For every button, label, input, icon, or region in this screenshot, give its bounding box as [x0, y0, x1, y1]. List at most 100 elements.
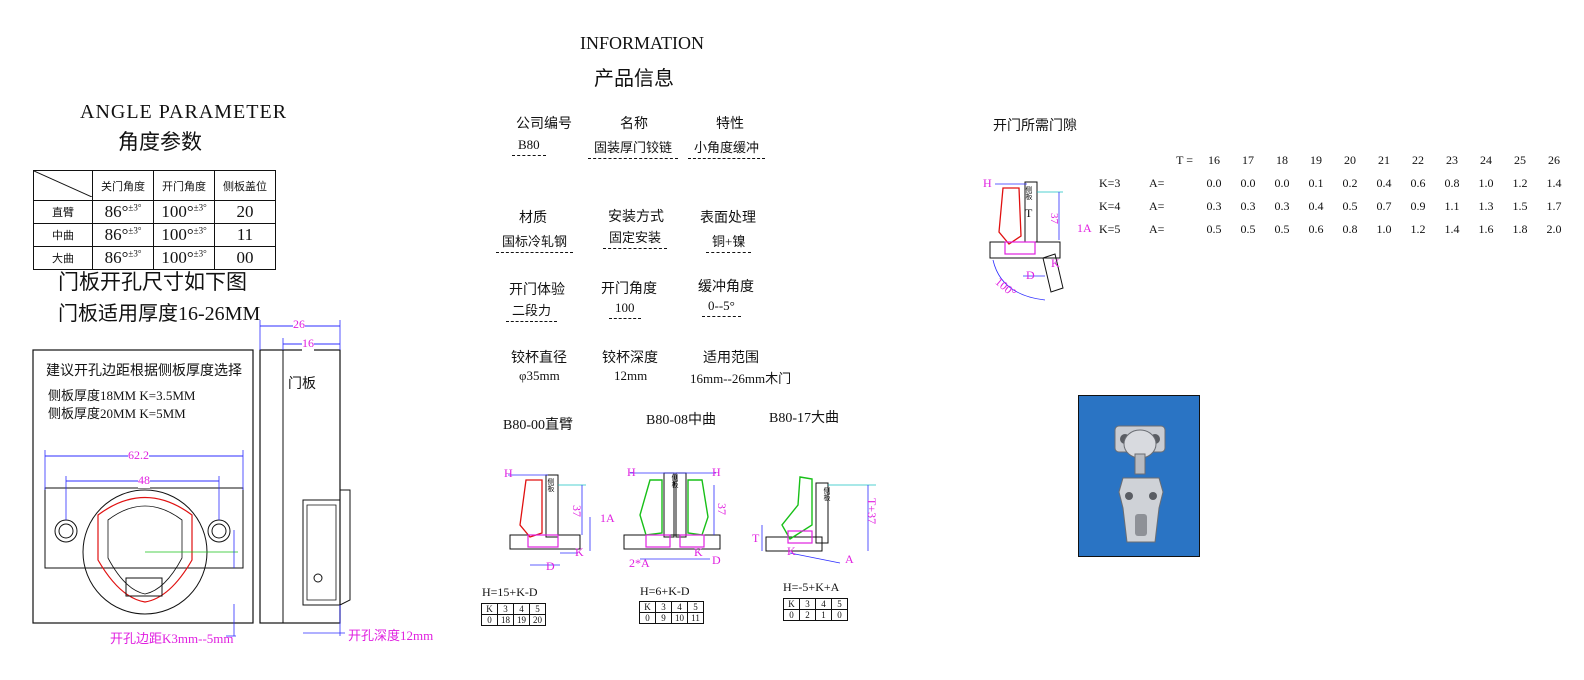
table-row: K=4 A= 0.3 0.3 0.3 0.4 0.5 0.7 0.9 1.1 1…: [1099, 195, 1571, 218]
t-value: 18: [1276, 153, 1288, 167]
cup-depth-note: 开孔深度12mm: [348, 628, 434, 643]
variant-formula: H=15+K-D: [482, 585, 538, 599]
gap-value: 1.4: [1546, 176, 1562, 190]
dim-62-label: 62.2: [128, 448, 149, 463]
drill-pattern-drawing: [32, 320, 351, 637]
field-value: 小角度缓冲: [688, 137, 766, 159]
angle-parameter-table: 关门角度 开门角度 侧板盖位 直臂 86°±3° 100°±3° 20 中曲 8…: [33, 170, 276, 270]
hinge-photo-illustration: [1114, 425, 1166, 543]
door-panel-label: 门板: [288, 377, 316, 392]
close-tolerance: ±3°: [128, 225, 142, 236]
mini-cell: 4: [513, 603, 530, 615]
table-row: K=5 A= 0.5 0.5 0.5 0.6 0.8 1.0 1.2 1.4 1…: [1099, 218, 1571, 241]
field-value: 国标冷轧钢: [496, 231, 574, 253]
product-photo: [1078, 395, 1200, 557]
a-label: A=: [1149, 222, 1165, 236]
gap-value: 0.3: [1206, 199, 1222, 213]
v2-h-left-label: H: [627, 465, 636, 479]
row-label: 大曲: [33, 246, 93, 270]
gap-value: 1.2: [1410, 222, 1426, 236]
gap-value: 1.1: [1444, 199, 1460, 213]
t-value: 17: [1242, 153, 1254, 167]
t-value: 23: [1446, 153, 1458, 167]
mini-cell: 3: [655, 601, 672, 613]
mini-cell: 11: [687, 612, 704, 624]
door-gap-table: T = 16 17 18 19 20 21 22 23 24 25 26 K=3…: [1099, 149, 1571, 241]
field-label: 材质: [519, 211, 547, 226]
gap-a-label: 1A: [1077, 221, 1092, 235]
mini-cell: 19: [513, 614, 530, 626]
v2-a-label: 2*A: [629, 556, 650, 570]
mini-cell: 0: [639, 612, 656, 624]
gap-value: 0.8: [1444, 176, 1460, 190]
t-value: 24: [1480, 153, 1492, 167]
close-angle: 86°: [104, 202, 129, 221]
v1-h-label: H: [504, 466, 513, 480]
mini-cell: 5: [831, 598, 848, 610]
gap-value: 0.5: [1206, 222, 1222, 236]
mini-cell: 20: [529, 614, 546, 626]
gap-value: 0.9: [1410, 199, 1426, 213]
open-tolerance: ±3°: [193, 248, 207, 259]
angle-title-en: ANGLE PARAMETER: [80, 101, 288, 123]
field-label: 特性: [716, 117, 744, 132]
open-angle: 100°: [161, 202, 194, 221]
gap-value: 0.0: [1206, 176, 1222, 190]
v3-side-label: 侧板: [823, 487, 831, 501]
mini-cell: 5: [529, 603, 546, 615]
field-value: B80: [512, 137, 546, 156]
v2-dim-label: 37: [715, 503, 729, 515]
mini-cell: 0: [481, 614, 498, 626]
close-angle: 86°: [104, 225, 129, 244]
field-value: 固装厚门铰链: [588, 137, 679, 159]
door-note-1: 门板开孔尺寸如下图: [58, 270, 247, 294]
field-value: 16mm--26mm木门: [690, 371, 792, 386]
v1-side-label: 侧板: [547, 478, 555, 492]
gap-h-label: H: [983, 176, 992, 190]
mini-cell: 4: [815, 598, 832, 610]
close-angle: 86°: [104, 248, 129, 267]
gap-value: 1.0: [1376, 222, 1392, 236]
field-label: 铰杯深度: [602, 351, 658, 366]
v2-k-label: K: [694, 545, 703, 559]
drill-advice: 建议开孔边距根据侧板厚度选择: [46, 364, 242, 379]
k-label: K=4: [1099, 199, 1121, 213]
field-label: 开门体验: [509, 283, 565, 298]
field-label: 开门角度: [601, 282, 657, 297]
t-value: 22: [1412, 153, 1424, 167]
field-value: 100: [609, 300, 641, 319]
close-angle-cell: 86°±3°: [92, 200, 154, 224]
close-tolerance: ±3°: [128, 248, 142, 259]
dim-26-label: 26: [293, 317, 305, 332]
gap-corner: [1099, 149, 1145, 172]
gap-value: 0.8: [1342, 222, 1358, 236]
field-value: 铜+镍: [706, 231, 752, 253]
mini-cell: 18: [497, 614, 514, 626]
field-value: 12mm: [614, 368, 648, 383]
gap-title: 开门所需门隙: [993, 119, 1077, 134]
open-angle: 100°: [161, 248, 194, 267]
gap-value: 0.6: [1410, 176, 1426, 190]
mini-cell: 9: [655, 612, 672, 624]
gap-value: 1.8: [1512, 222, 1528, 236]
diagonal-slash: [33, 170, 93, 198]
t-value: 20: [1344, 153, 1356, 167]
dim-48-label: 48: [138, 473, 150, 488]
mini-cell: K: [481, 603, 498, 615]
angle-title-cn: 角度参数: [118, 130, 202, 154]
gap-value: 0.5: [1342, 199, 1358, 213]
t-label: T =: [1176, 153, 1193, 167]
edge-distance-note: 开孔边距K3mm--5mm: [110, 631, 234, 646]
overlay-value: 00: [214, 246, 276, 270]
gap-value: 0.5: [1274, 222, 1290, 236]
t-value: 16: [1208, 153, 1220, 167]
v3-k-label: K: [787, 544, 796, 558]
col-close-angle: 关门角度: [92, 170, 154, 201]
side-thickness-18: 侧板厚度18MM K=3.5MM: [48, 388, 196, 403]
field-label: 缓冲角度: [698, 280, 754, 295]
field-value: φ35mm: [519, 368, 560, 383]
mini-cell: 3: [799, 598, 816, 610]
mini-cell: 0: [783, 609, 800, 621]
gap-d-label: D: [1026, 268, 1035, 282]
